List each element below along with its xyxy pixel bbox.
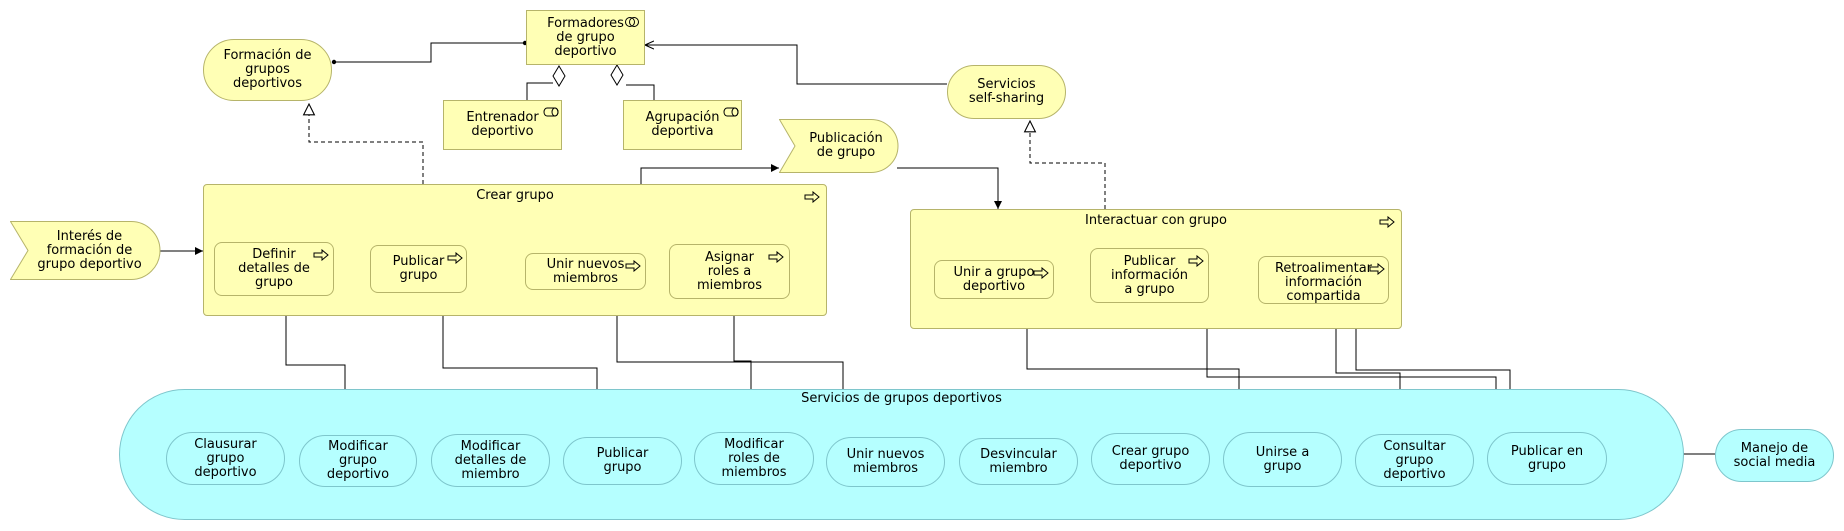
- process-arrow-icon: [447, 252, 463, 264]
- aggregation-entrenador: [526, 82, 553, 100]
- business-service-self-sharing[interactable]: Servicios self-sharing: [947, 65, 1066, 119]
- process-arrow-icon: [1033, 267, 1049, 279]
- business-service-formacion[interactable]: Formación de grupos deportivos: [203, 39, 332, 101]
- aggregation-agrupacion: [626, 84, 655, 100]
- app-service-publicar-grupo[interactable]: Publicar grupo: [563, 437, 682, 485]
- element-label: Interactuar con grupo: [1085, 213, 1227, 228]
- process-unir-nuevos[interactable]: Unir nuevos miembros: [525, 253, 646, 290]
- process-publicar-info[interactable]: Publicar información a grupo: [1090, 248, 1209, 303]
- serving-selfsharing-formadores: [645, 45, 947, 85]
- app-service-publicar-en-grupo[interactable]: Publicar en grupo: [1487, 432, 1607, 485]
- app-service-desvincular[interactable]: Desvincular miembro: [959, 438, 1078, 485]
- assignment-formadores-formacion: [334, 42, 525, 63]
- element-label: Unir nuevos miembros: [546, 256, 625, 286]
- process-arrow-icon: [1188, 255, 1204, 267]
- event-shape: [10, 221, 161, 280]
- app-service-modificar-detalles[interactable]: Modificar detalles de miembro: [431, 434, 550, 487]
- element-label: Crear grupo: [476, 188, 554, 203]
- element-label: Modificar grupo deportivo: [326, 439, 390, 482]
- realization-interactuar-to-selfsharing: [1030, 121, 1106, 209]
- element-label: Publicar en grupo: [1510, 443, 1584, 473]
- element-label: Desvincular miembro: [980, 446, 1057, 476]
- element-label: Publicación de grupo: [809, 131, 883, 160]
- element-label: Clausurar grupo deportivo: [194, 436, 257, 480]
- app-service-unirse[interactable]: Unirse a grupo: [1223, 432, 1342, 487]
- process-arrow-icon: [1369, 263, 1385, 275]
- element-label: Publicar información a grupo: [1110, 253, 1189, 297]
- element-label: Servicios self-sharing: [968, 77, 1045, 106]
- element-label: Consultar grupo deportivo: [1383, 438, 1446, 482]
- element-label: Modificar detalles de miembro: [454, 438, 527, 482]
- business-event-interes[interactable]: Interés de formación de grupo deportivo: [10, 221, 161, 280]
- element-label: Entrenador deportivo: [466, 110, 539, 139]
- element-label: Servicios de grupos deportivos: [801, 391, 1002, 406]
- element-label: Manejo de social media: [1733, 440, 1816, 470]
- element-label: Unir nuevos miembros: [846, 447, 925, 476]
- process-arrow-icon: [625, 260, 641, 272]
- element-label: Formadores de grupo deportivo: [547, 15, 624, 59]
- event-shape: [779, 119, 899, 173]
- element-label: Crear grupo deportivo: [1111, 444, 1190, 473]
- process-arrow-icon: [1379, 216, 1395, 228]
- process-definir[interactable]: Definir detalles de grupo: [214, 242, 334, 296]
- element-label: Publicar grupo: [392, 254, 445, 283]
- element-label: Publicar grupo: [596, 446, 649, 475]
- app-service-modificar-roles[interactable]: Modificar roles de miembros: [694, 432, 814, 485]
- app-service-consultar[interactable]: Consultar grupo deportivo: [1355, 434, 1474, 487]
- realization-crear-to-formacion: [309, 104, 424, 184]
- element-label: Asignar roles a miembros: [697, 249, 762, 293]
- business-event-publicacion[interactable]: Publicación de grupo: [779, 119, 899, 173]
- app-service-unir-nuevos[interactable]: Unir nuevos miembros: [826, 437, 945, 487]
- element-label: Retroalimentar información compartida: [1274, 261, 1373, 304]
- process-publicar-grupo[interactable]: Publicar grupo: [370, 245, 467, 293]
- element-label: Formación de grupos deportivos: [223, 48, 312, 91]
- process-arrow-icon: [313, 249, 329, 261]
- process-unir-a-grupo[interactable]: Unir a grupo deportivo: [934, 260, 1054, 299]
- element-label: Definir detalles de grupo: [238, 247, 310, 290]
- collaboration-icon: [624, 16, 640, 28]
- business-role-entrenador[interactable]: Entrenador deportivo: [443, 100, 562, 150]
- element-label: Agrupación deportiva: [645, 110, 720, 139]
- process-arrow-icon: [768, 251, 784, 263]
- business-collaboration-formadores[interactable]: Formadores de grupo deportivo: [526, 10, 645, 65]
- trigger-publicacion-interactuar: [897, 167, 1002, 209]
- role-icon: [543, 106, 559, 118]
- process-retroalimentar[interactable]: Retroalimentar información compartida: [1258, 256, 1389, 304]
- business-role-agrupacion[interactable]: Agrupación deportiva: [623, 100, 742, 150]
- process-asignar[interactable]: Asignar roles a miembros: [669, 244, 790, 299]
- process-arrow-icon: [804, 191, 820, 203]
- app-service-crear-grupo[interactable]: Crear grupo deportivo: [1091, 433, 1210, 485]
- app-service-clausurar[interactable]: Clausurar grupo deportivo: [166, 432, 285, 485]
- element-label: Unirse a grupo: [1255, 444, 1310, 474]
- app-service-modificar-grupo[interactable]: Modificar grupo deportivo: [299, 435, 417, 487]
- app-service-manejo-social-media[interactable]: Manejo de social media: [1715, 429, 1834, 482]
- element-label: Modificar roles de miembros: [721, 436, 787, 480]
- element-label: Unir a grupo deportivo: [953, 264, 1035, 294]
- role-icon: [723, 106, 739, 118]
- element-label: Interés de formación de grupo deportivo: [37, 228, 142, 272]
